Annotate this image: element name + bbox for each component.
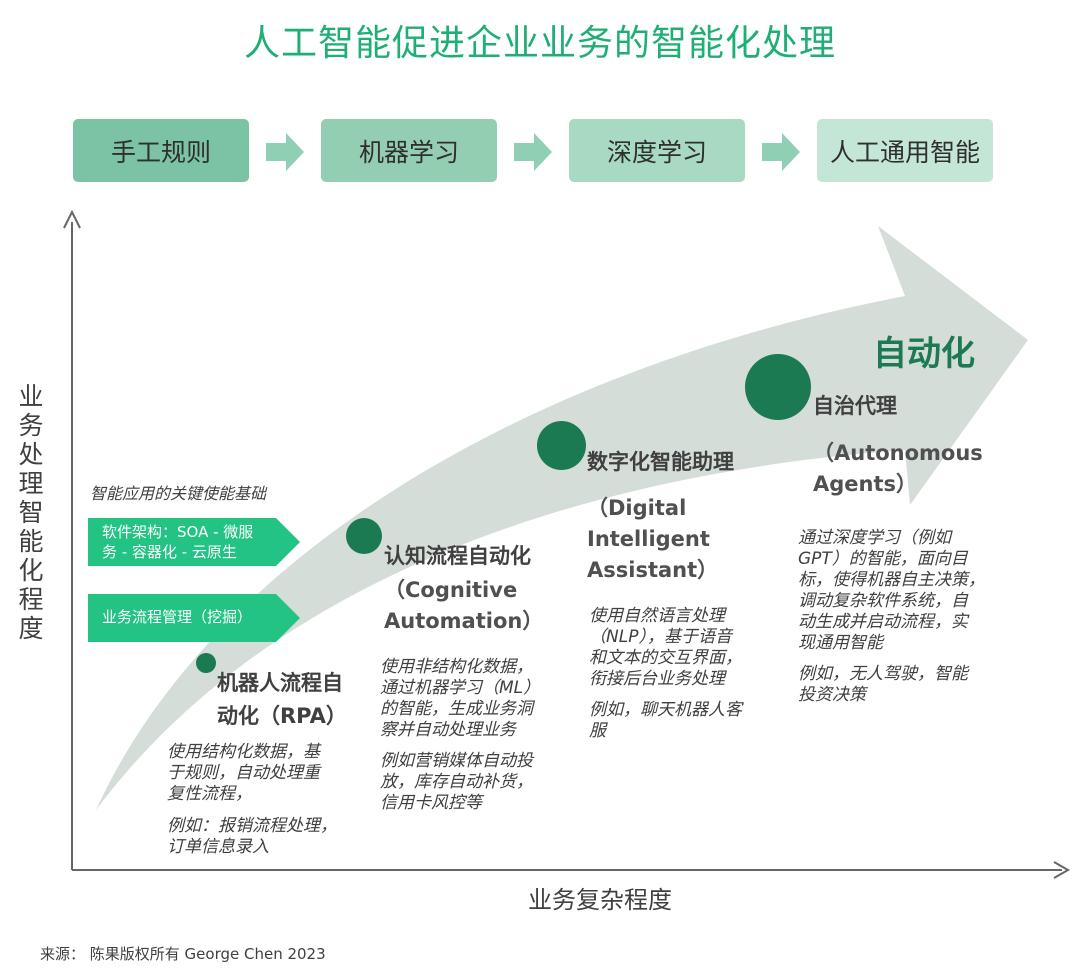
node-autonomous-agents-dot [745, 354, 811, 420]
node-autonomous-agents-en: （Autonomous Agents） [813, 438, 983, 500]
desc-line: 例如：报销流程处理， [167, 816, 337, 836]
enablers-title: 智能应用的关键使能基础 [90, 484, 267, 503]
desc-line: 察并自动处理业务 [380, 720, 516, 740]
desc-line: 使用结构化数据，基 [167, 742, 320, 762]
desc-line: 于规则，自动处理重 [167, 763, 320, 783]
desc-line: 信用卡风控等 [380, 793, 482, 813]
x-axis-label: 业务复杂程度 [528, 886, 672, 914]
enabler-text: 软件架构：SOA - 微服 务 - 容器化 - 云原生 [102, 522, 253, 562]
enabler-text: 业务流程管理（挖掘） [102, 607, 252, 627]
desc-line: 和文本的交互界面， [589, 648, 742, 668]
desc-line: 调动复杂软件系统，自 [798, 591, 968, 611]
stage-manual-rules: 手工规则 [73, 119, 249, 182]
node-autonomous-agents-title: 自治代理 [813, 390, 897, 423]
node-cognitive-desc: 使用非结构化数据， 通过机器学习（ML） 的智能，生成业务洞 察并自动处理业务 … [380, 657, 540, 814]
desc-line: 现通用智能 [798, 633, 883, 653]
node-name-line: 数字化智能助理 [587, 450, 734, 474]
x-axis-arrowhead-icon [1053, 861, 1071, 879]
enabler-arrow-shape [88, 594, 300, 642]
desc-line: 标，使得机器自主决策， [798, 570, 985, 590]
stage-label: 手工规则 [110, 137, 211, 167]
node-en-line: Agents） [813, 472, 918, 496]
desc-line: （NLP），基于语音 [589, 627, 732, 647]
stage-agi: 人工通用智能 [817, 119, 993, 182]
node-rpa-desc: 使用结构化数据，基 于规则，自动处理重 复性流程， 例如：报销流程处理， 订单信… [167, 742, 337, 858]
desc-line: 的智能，生成业务洞 [380, 699, 533, 719]
desc-line: 使用自然语言处理 [589, 606, 725, 626]
node-cognitive-title: 认知流程自动化 （Cognitive Automation） [384, 540, 543, 637]
page-title: 人工智能促进企业业务的智能化处理 [243, 23, 836, 64]
node-digital-assistant-title: 数字化智能助理 （Digital Intelligent Assistant） [587, 446, 734, 586]
node-autonomous-agents-desc: 通过深度学习（例如 GPT）的智能，面向目 标，使得机器自主决策， 调动复杂软件… [798, 528, 985, 706]
stage-deep-learning: 深度学习 [569, 119, 745, 182]
desc-line: 衔接后台业务处理 [589, 669, 725, 689]
desc-line: 例如营销媒体自动投 [380, 751, 533, 771]
stage-label: 机器学习 [358, 137, 459, 167]
node-en-line: Assistant） [587, 558, 719, 582]
node-rpa-dot [196, 653, 216, 673]
desc-line: 例如，无人驾驶，智能 [798, 664, 968, 684]
source-note: 来源： 陈果版权所有 George Chen 2023 [40, 945, 326, 963]
stage-arrow-icon [266, 133, 304, 171]
node-en-line: Intelligent [587, 527, 710, 551]
desc-line: 通过深度学习（例如 [798, 528, 951, 548]
y-axis-arrowhead-icon [63, 209, 81, 229]
stage-arrow-icon [762, 133, 800, 171]
desc-line: 投资决策 [798, 685, 866, 705]
desc-line: 订单信息录入 [167, 837, 269, 857]
node-en-line: （Autonomous [813, 441, 983, 465]
node-name-line: 自治代理 [813, 394, 897, 418]
desc-line: 放，库存自动补货， [380, 772, 533, 792]
enabler-bpm: 业务流程管理（挖掘） [88, 594, 300, 642]
node-name-line: 机器人流程自 [217, 671, 343, 695]
enabler-arrow-shape [88, 518, 300, 566]
node-en-line: （Cognitive [384, 578, 518, 602]
node-en-line: （Digital [587, 496, 687, 520]
desc-line: GPT）的智能，面向目 [798, 549, 968, 569]
enabler-software-architecture: 软件架构：SOA - 微服 务 - 容器化 - 云原生 [88, 518, 300, 566]
automation-label: 自动化 [873, 334, 975, 374]
stage-label: 人工通用智能 [829, 137, 980, 167]
node-en-line: Automation） [384, 609, 544, 633]
node-cognitive-dot [346, 518, 382, 554]
desc-line: 服 [589, 721, 606, 741]
stage-arrow-icon [514, 133, 552, 171]
enabler-line: 务 - 容器化 - 云原生 [102, 543, 237, 561]
stage-machine-learning: 机器学习 [321, 119, 497, 182]
desc-line: 动生成并启动流程，实 [798, 612, 968, 632]
node-name-line: 动化（RPA） [217, 704, 347, 728]
desc-line: 通过机器学习（ML） [380, 678, 541, 698]
node-rpa-title: 机器人流程自 动化（RPA） [217, 667, 347, 733]
node-name-line: 认知流程自动化 [384, 544, 531, 568]
desc-line: 例如，聊天机器人客 [589, 700, 742, 720]
y-axis-label: 业务处理智能化程度 [18, 382, 44, 643]
enabler-line: 软件架构：SOA - 微服 [102, 523, 254, 541]
enabler-line: 业务流程管理（挖掘） [102, 608, 253, 626]
desc-line: 复性流程， [167, 784, 252, 804]
node-digital-assistant-dot [537, 421, 586, 470]
stage-label: 深度学习 [606, 137, 707, 167]
node-digital-assistant-desc: 使用自然语言处理 （NLP），基于语音 和文本的交互界面， 衔接后台业务处理 例… [589, 606, 742, 742]
desc-line: 使用非结构化数据， [380, 657, 533, 677]
